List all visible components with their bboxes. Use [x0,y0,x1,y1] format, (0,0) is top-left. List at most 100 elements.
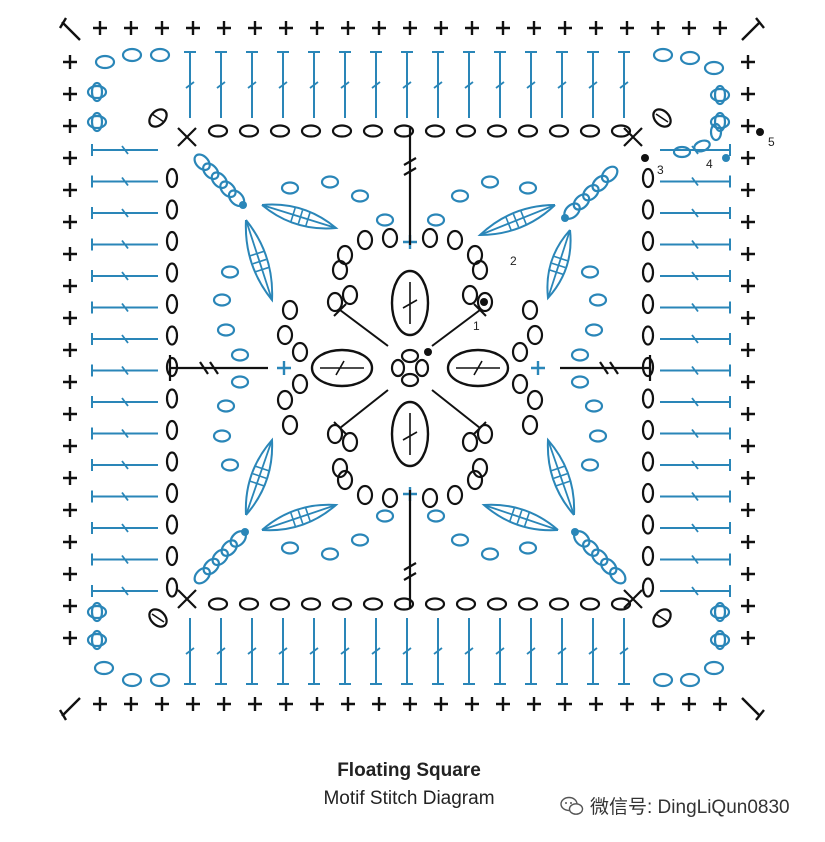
sc-stitch [741,119,755,133]
sc-stitch [217,21,231,35]
ch-stitch [641,577,655,598]
dc-bar [121,334,129,344]
axis-treble [170,361,268,375]
round-label-2: 2 [510,254,517,268]
dc-bar [588,81,598,89]
ch-stitch [584,399,604,413]
axis-treble [560,361,650,375]
sc-stitch [279,21,293,35]
ch-stitch [600,165,619,184]
corner-bar [151,113,165,123]
sc-stitch [186,21,200,35]
ch-stitch [212,429,232,443]
ch-stitch [582,183,600,202]
diag-stitch [431,389,487,435]
ch-stitch [331,259,349,281]
dc-bar [371,647,381,655]
puff-stitch [390,400,430,468]
corner-x [623,589,643,609]
sc-stitch [496,21,510,35]
cluster-spine [245,439,273,516]
diag-stitch [333,303,389,347]
cluster-bar [255,266,270,273]
cluster-bar [290,512,297,527]
ch-stitch [148,608,168,628]
ch-stitch [588,429,608,443]
ch-stitch [641,230,655,252]
sc-stitch [341,697,355,711]
sc-stitch [741,279,755,293]
stitch-diagram: 1 2 3 4 5 [58,17,775,721]
dc-bar [691,302,699,313]
sc-stitch [155,21,169,35]
ch-stitch [461,431,479,453]
dc-bar [121,491,129,502]
ch-stitch [518,181,538,195]
join-dot [424,348,432,356]
sc-stitch [63,311,77,325]
ch-stitch [362,597,384,611]
ch-stitch [269,124,291,138]
ch-stitch [193,566,211,585]
sc-stitch [186,697,200,711]
ch-stitch [281,299,299,321]
dc-bar [371,81,381,89]
sc-stitch [248,697,262,711]
sc-stitch [372,21,386,35]
sc-stitch [741,87,755,101]
diagram-title: Floating Square [337,760,481,781]
sc-stitch [310,21,324,35]
ch-stitch [610,597,632,611]
ch-stitch [90,111,104,133]
ch-stitch [375,509,395,523]
dc-bar [121,554,129,565]
cluster-bar [553,255,568,262]
ch-stitch [165,325,179,346]
sc-stitch [741,599,755,613]
diagram-subtitle: Motif Stitch Diagram [323,788,495,809]
ch-stitch [480,547,500,561]
ch-stitch [202,557,220,576]
dc-bar [691,586,699,596]
ch-stitch [610,124,632,138]
ch-stitch [165,388,179,409]
dc-bar [309,647,319,655]
ch-stitch [336,469,354,491]
dc-bar [464,81,474,89]
ch-stitch [230,348,250,362]
sc-stitch [589,697,603,711]
join-dot [722,154,730,162]
sc-stitch [531,361,545,375]
cluster-bar [551,262,566,269]
ch-stitch [641,199,655,220]
sc-stitch [741,343,755,357]
dc-bar [121,523,129,533]
cluster-bar [250,480,264,487]
ch-stitch [641,545,655,567]
ch-stitch [641,167,655,189]
ch-stitch [526,389,544,411]
dc-bar [588,647,598,655]
join-dot [756,128,764,136]
ch-stitch [414,358,430,378]
ch-stitch [165,451,179,472]
round-label-4: 4 [706,157,713,171]
cluster-spine [261,204,337,229]
dc-bar [121,365,129,376]
ch-stitch [709,604,731,620]
sc-stitch [465,697,479,711]
sc-stitch [341,21,355,35]
ch-stitch [86,84,108,100]
dc-bar [691,397,699,407]
dc-bar [691,428,699,439]
sc-stitch [155,697,169,711]
ch-stitch [165,262,179,283]
cluster-bar [255,465,269,472]
ch-stitch [149,47,171,63]
ch-stitch [220,539,238,557]
sc-stitch [713,697,727,711]
cluster-bar [290,207,296,222]
ch-stitch [362,124,384,138]
ch-stitch [713,629,727,651]
ch-stitch [570,348,590,362]
